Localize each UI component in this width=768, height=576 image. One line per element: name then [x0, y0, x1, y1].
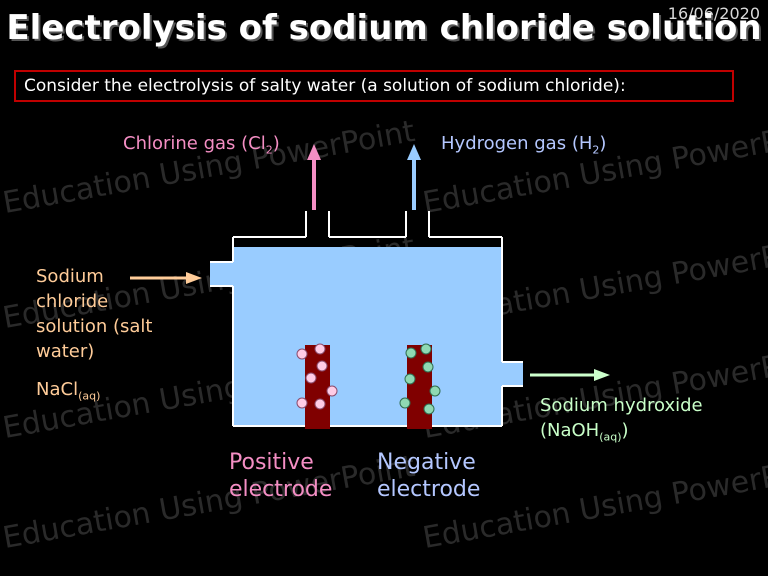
outlet-label: Sodium hydroxide (NaOH(aq)): [540, 395, 703, 444]
inlet-arrow: [130, 272, 202, 284]
hydrogen-bubble: [405, 347, 417, 359]
chlorine-bubble: [314, 343, 326, 355]
hydrogen-arrow: [407, 144, 421, 210]
chlorine-bubble: [316, 360, 328, 372]
hydrogen-label: Hydrogen gas (H2): [441, 133, 607, 157]
inlet-pipe: [210, 262, 234, 286]
hydrogen-bubble: [404, 373, 416, 385]
hydrogen-bubble: [420, 343, 432, 355]
nacl-formula: NaCl(aq): [36, 379, 101, 403]
inlet-label: Sodium chloride solution (salt water): [36, 266, 153, 362]
negative-electrode-label: Negative electrode: [377, 450, 481, 502]
container-outline: [210, 211, 523, 427]
intro-text: Consider the electrolysis of salty water…: [24, 76, 626, 96]
intro-box: Consider the electrolysis of salty water…: [14, 70, 734, 102]
chlorine-bubble: [296, 348, 308, 360]
outlet-arrow: [530, 369, 610, 381]
chlorine-arrow: [307, 144, 321, 210]
hydrogen-bubble: [423, 403, 435, 415]
positive-electrode-label: Positive electrode: [229, 450, 333, 502]
chlorine-bubble: [314, 398, 326, 410]
chlorine-bubble: [296, 397, 308, 409]
outlet-pipe: [501, 362, 523, 386]
electrolyte-solution: [233, 247, 502, 425]
chlorine-label: Chlorine gas (Cl2): [123, 133, 280, 157]
hydrogen-bubble: [422, 361, 434, 373]
chlorine-bubble: [305, 372, 317, 384]
negative-electrode: [399, 343, 441, 429]
slide-title: Electrolysis of sodium chloride solution: [6, 8, 762, 48]
hydrogen-bubble: [399, 397, 411, 409]
chlorine-bubble: [326, 385, 338, 397]
slide-date: 16/06/2020: [667, 4, 760, 23]
positive-electrode: [296, 343, 338, 429]
hydrogen-bubble: [429, 385, 441, 397]
